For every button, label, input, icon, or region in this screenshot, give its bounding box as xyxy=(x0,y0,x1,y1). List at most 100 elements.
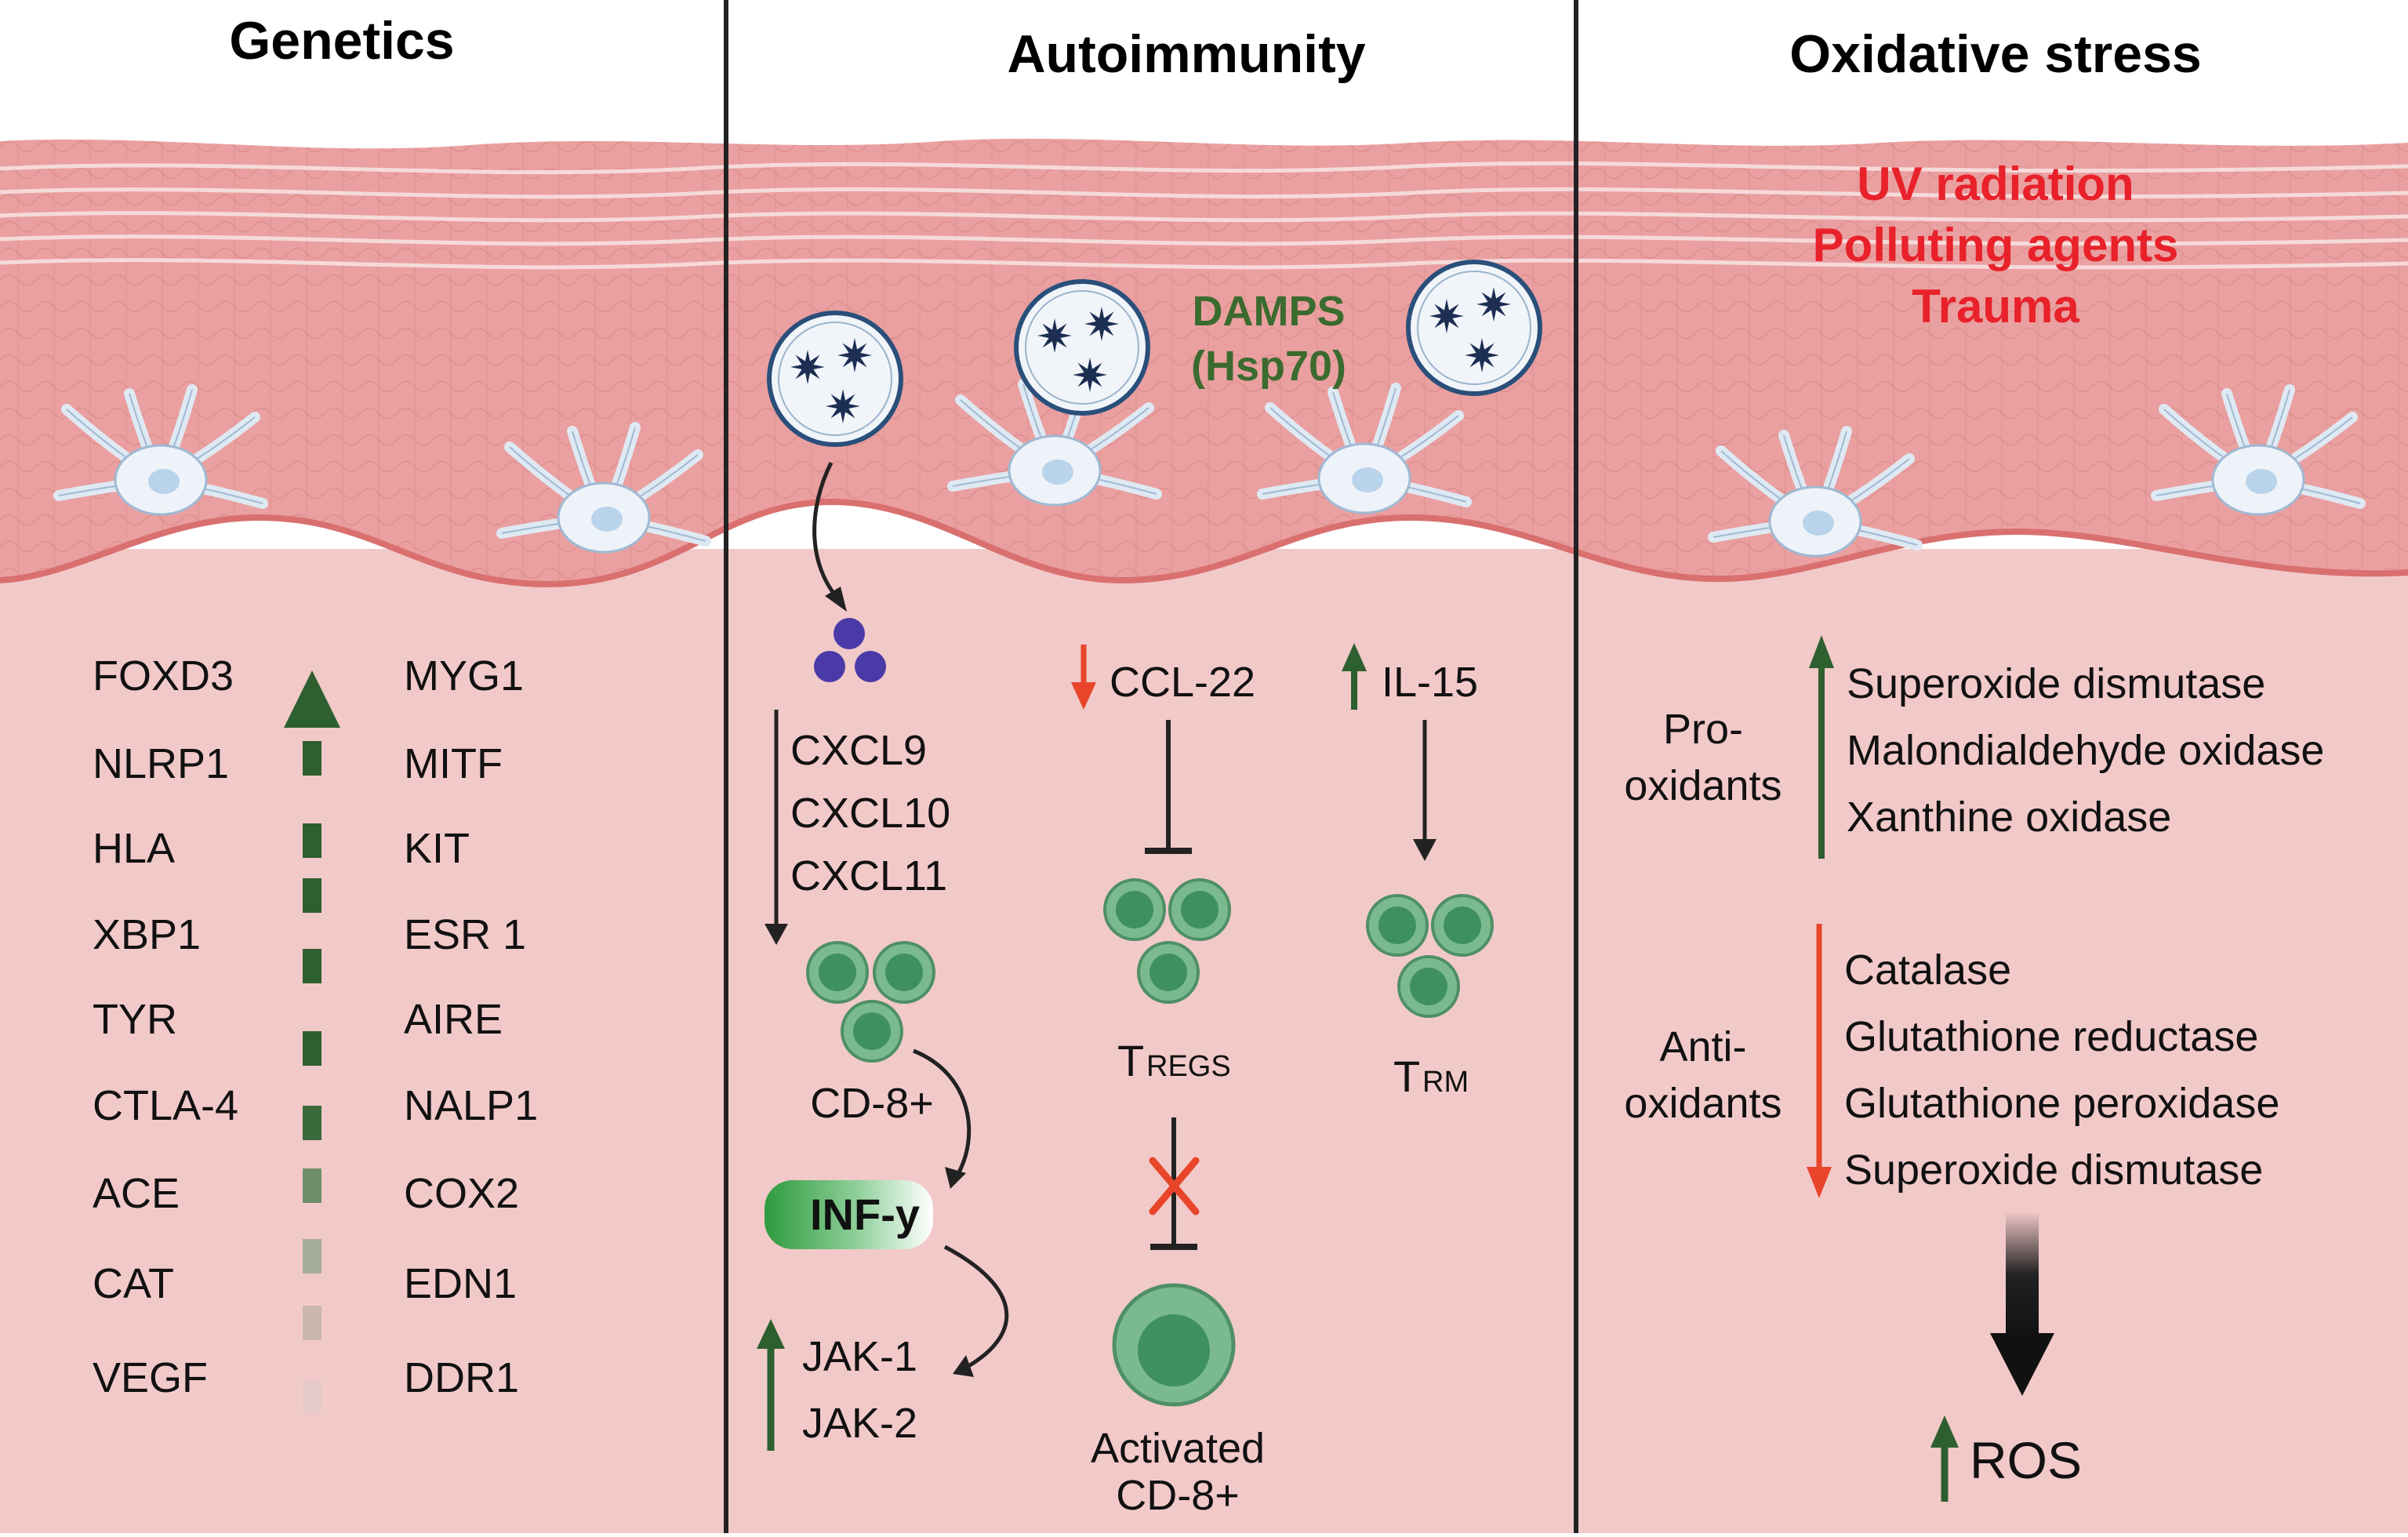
gene-item: AIRE xyxy=(404,996,503,1043)
arrow-dash xyxy=(303,741,321,776)
gene-item: CTLA-4 xyxy=(93,1082,238,1129)
chemokine-label: CXCL9 xyxy=(790,727,927,774)
t-cell-icon xyxy=(1168,878,1231,941)
gene-upregulation-arrow xyxy=(284,670,340,1415)
t-cell-icon xyxy=(841,1000,903,1063)
chemokine-label: CXCL10 xyxy=(790,790,950,837)
genetics-title: Genetics xyxy=(229,11,454,71)
blocked-x-icon xyxy=(1149,1157,1200,1215)
trm-label: T xyxy=(1393,1052,1420,1101)
treg-cell-cluster xyxy=(1103,878,1231,1004)
gene-item: ACE xyxy=(93,1170,180,1217)
pro-oxidant-item: Malondialdehyde oxidase xyxy=(1847,727,2324,774)
inf-label: INF-y xyxy=(810,1190,920,1239)
ros-arrowhead-icon xyxy=(1990,1333,2054,1396)
damps-vesicle-icon xyxy=(1014,279,1150,416)
down-arrowhead-icon xyxy=(1807,1167,1832,1198)
jak2-label: JAK-2 xyxy=(802,1400,917,1447)
arrow-dash xyxy=(303,1168,321,1203)
arrowhead-icon xyxy=(945,1167,966,1189)
chemokine-label: CXCL11 xyxy=(790,852,947,899)
gene-item: XBP1 xyxy=(93,911,201,958)
melanocytes xyxy=(53,375,2366,558)
gene-item: HLA xyxy=(93,825,175,872)
cd8-label: CD-8+ xyxy=(810,1080,934,1127)
t-cell-icon xyxy=(1103,878,1166,941)
oxidative-panel: UV radiation Polluting agents Trauma Pro… xyxy=(1624,158,2324,1502)
gene-item: MYG1 xyxy=(404,652,524,699)
melanocyte-icon xyxy=(496,422,711,554)
ccl22-label: CCL-22 xyxy=(1110,659,1255,706)
anti-oxidants-label-2: oxidants xyxy=(1624,1080,1781,1127)
ros-arrow-shaft xyxy=(2006,1212,2039,1337)
gene-item: EDN1 xyxy=(404,1260,517,1307)
gene-item: CAT xyxy=(93,1260,174,1307)
gene-item: VEGF xyxy=(93,1354,208,1401)
hsp70-label: (Hsp70) xyxy=(1191,343,1346,390)
chemokine-cluster-icon xyxy=(814,618,886,682)
activated-cd8-cell-icon xyxy=(1112,1283,1236,1407)
stratum-corneum xyxy=(0,161,2408,270)
il15-label: IL-15 xyxy=(1382,659,1478,706)
up-arrowhead-icon xyxy=(757,1319,785,1349)
inf-to-jak-arrow xyxy=(943,1244,1009,1371)
arrow-dash xyxy=(303,1106,321,1140)
melanocyte-icon xyxy=(1708,426,1923,558)
gene-item: DDR1 xyxy=(404,1354,519,1401)
arrowhead-icon xyxy=(1413,839,1436,861)
down-arrowhead-icon xyxy=(1071,682,1096,710)
anti-oxidant-item: Catalase xyxy=(1844,947,2011,994)
up-arrowhead-icon xyxy=(1930,1415,1959,1448)
treg-label: T xyxy=(1117,1036,1144,1085)
melanocyte-icon xyxy=(2151,384,2366,516)
gene-item: KIT xyxy=(404,825,470,872)
release-arrow xyxy=(812,461,841,601)
gene-item: MITF xyxy=(404,740,503,787)
ros-label: ROS xyxy=(1970,1431,2082,1489)
damps-vesicle-icon xyxy=(1406,260,1542,396)
inf-gamma-badge: INF-y xyxy=(765,1180,933,1249)
gene-item: TYR xyxy=(93,996,177,1043)
arrow-dash xyxy=(303,1239,321,1274)
jak1-label: JAK-1 xyxy=(802,1333,917,1380)
t-cell-icon xyxy=(1431,894,1494,957)
pro-oxidant-item: Xanthine oxidase xyxy=(1847,794,2171,841)
t-cell-icon xyxy=(873,941,935,1004)
anti-oxidant-item: Superoxide dismutase xyxy=(1844,1146,2263,1194)
arrow-dash xyxy=(303,949,321,983)
activated-label: Activated xyxy=(1091,1425,1265,1472)
damps-vesicles xyxy=(767,260,1542,447)
stressor-pollution: Polluting agents xyxy=(1813,219,2179,271)
arrow-dash xyxy=(303,878,321,913)
arrowhead-icon xyxy=(825,587,847,612)
pro-oxidants-label: Pro- xyxy=(1663,706,1743,753)
pro-oxidants-label-2: oxidants xyxy=(1624,762,1781,809)
gene-item: NALP1 xyxy=(404,1082,538,1129)
anti-oxidants-label: Anti- xyxy=(1659,1023,1746,1070)
arrow-dash xyxy=(303,823,321,858)
cd8-cell-cluster xyxy=(806,941,935,1063)
gene-item: COX2 xyxy=(404,1170,519,1217)
pro-oxidant-item: Superoxide dismutase xyxy=(1847,660,2265,707)
gene-item: FOXD3 xyxy=(93,652,234,699)
t-cell-icon xyxy=(1137,941,1200,1004)
oxidative-stress-title: Oxidative stress xyxy=(1789,24,2201,84)
anti-oxidant-item: Glutathione reductase xyxy=(1844,1013,2258,1060)
gene-item: NLRP1 xyxy=(93,740,229,787)
arrow-dash xyxy=(303,1031,321,1066)
anti-oxidant-item: Glutathione peroxidase xyxy=(1844,1080,2279,1127)
stressor-trauma: Trauma xyxy=(1912,280,2079,332)
cd8-to-inf-arrow xyxy=(913,1048,972,1178)
autoimmunity-title: Autoimmunity xyxy=(1007,24,1365,84)
up-arrowhead-icon xyxy=(284,670,340,728)
stressor-uv: UV radiation xyxy=(1857,158,2134,210)
